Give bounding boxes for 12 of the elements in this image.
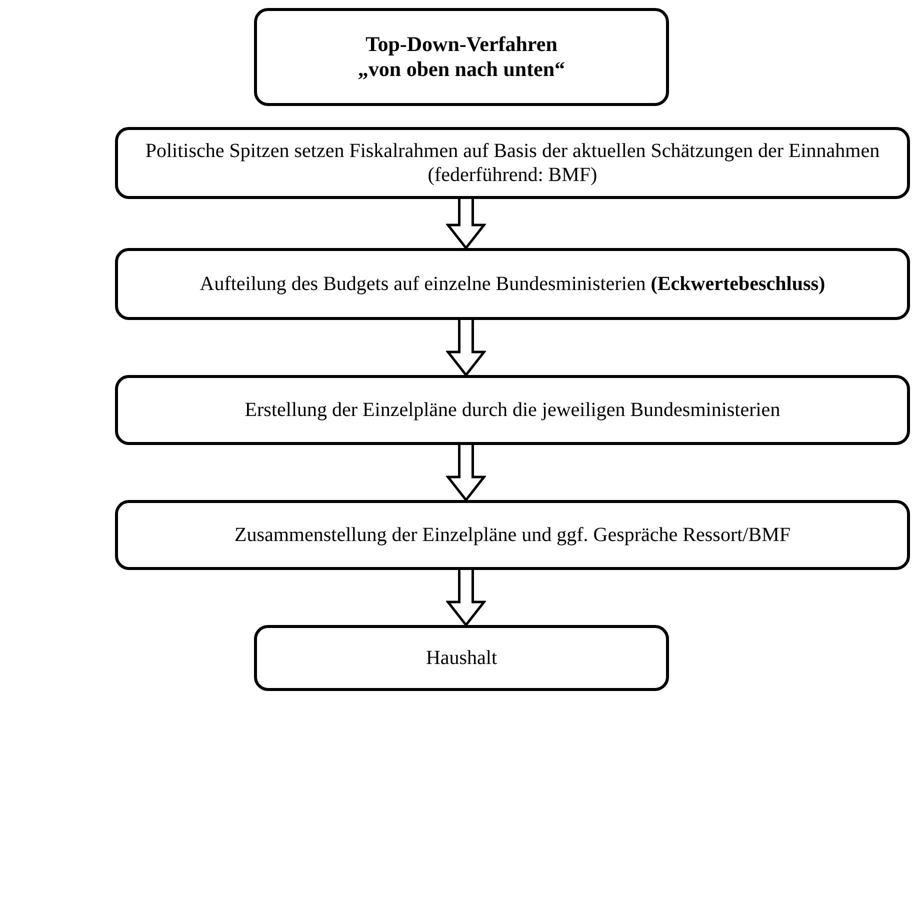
- box-text: Politische Spitzen setzen Fiskalrahmen auf Basis der aktuellen Schätzungen der Einnahmen (federführend: BMF): [144, 139, 881, 187]
- end-box: [254, 625, 669, 691]
- box-text: Aufteilung des Budgets auf einzelne Bundesministerien (Eckwertebeschluss): [200, 272, 826, 296]
- box-text: Haushalt: [426, 646, 498, 670]
- process-box: [115, 248, 910, 320]
- box-text: Top-Down-Verfahren „von oben nach unten“: [356, 32, 566, 82]
- process-box: [115, 127, 910, 199]
- process-box: [115, 500, 910, 570]
- title-box: [254, 8, 669, 106]
- box-text: Erstellung der Einzelpläne durch die jeweiligen Bundesministerien: [244, 398, 780, 422]
- process-box: [115, 375, 910, 445]
- box-text: Zusammenstellung der Einzelpläne und ggf. Gespräche Ressort/BMF: [234, 523, 790, 547]
